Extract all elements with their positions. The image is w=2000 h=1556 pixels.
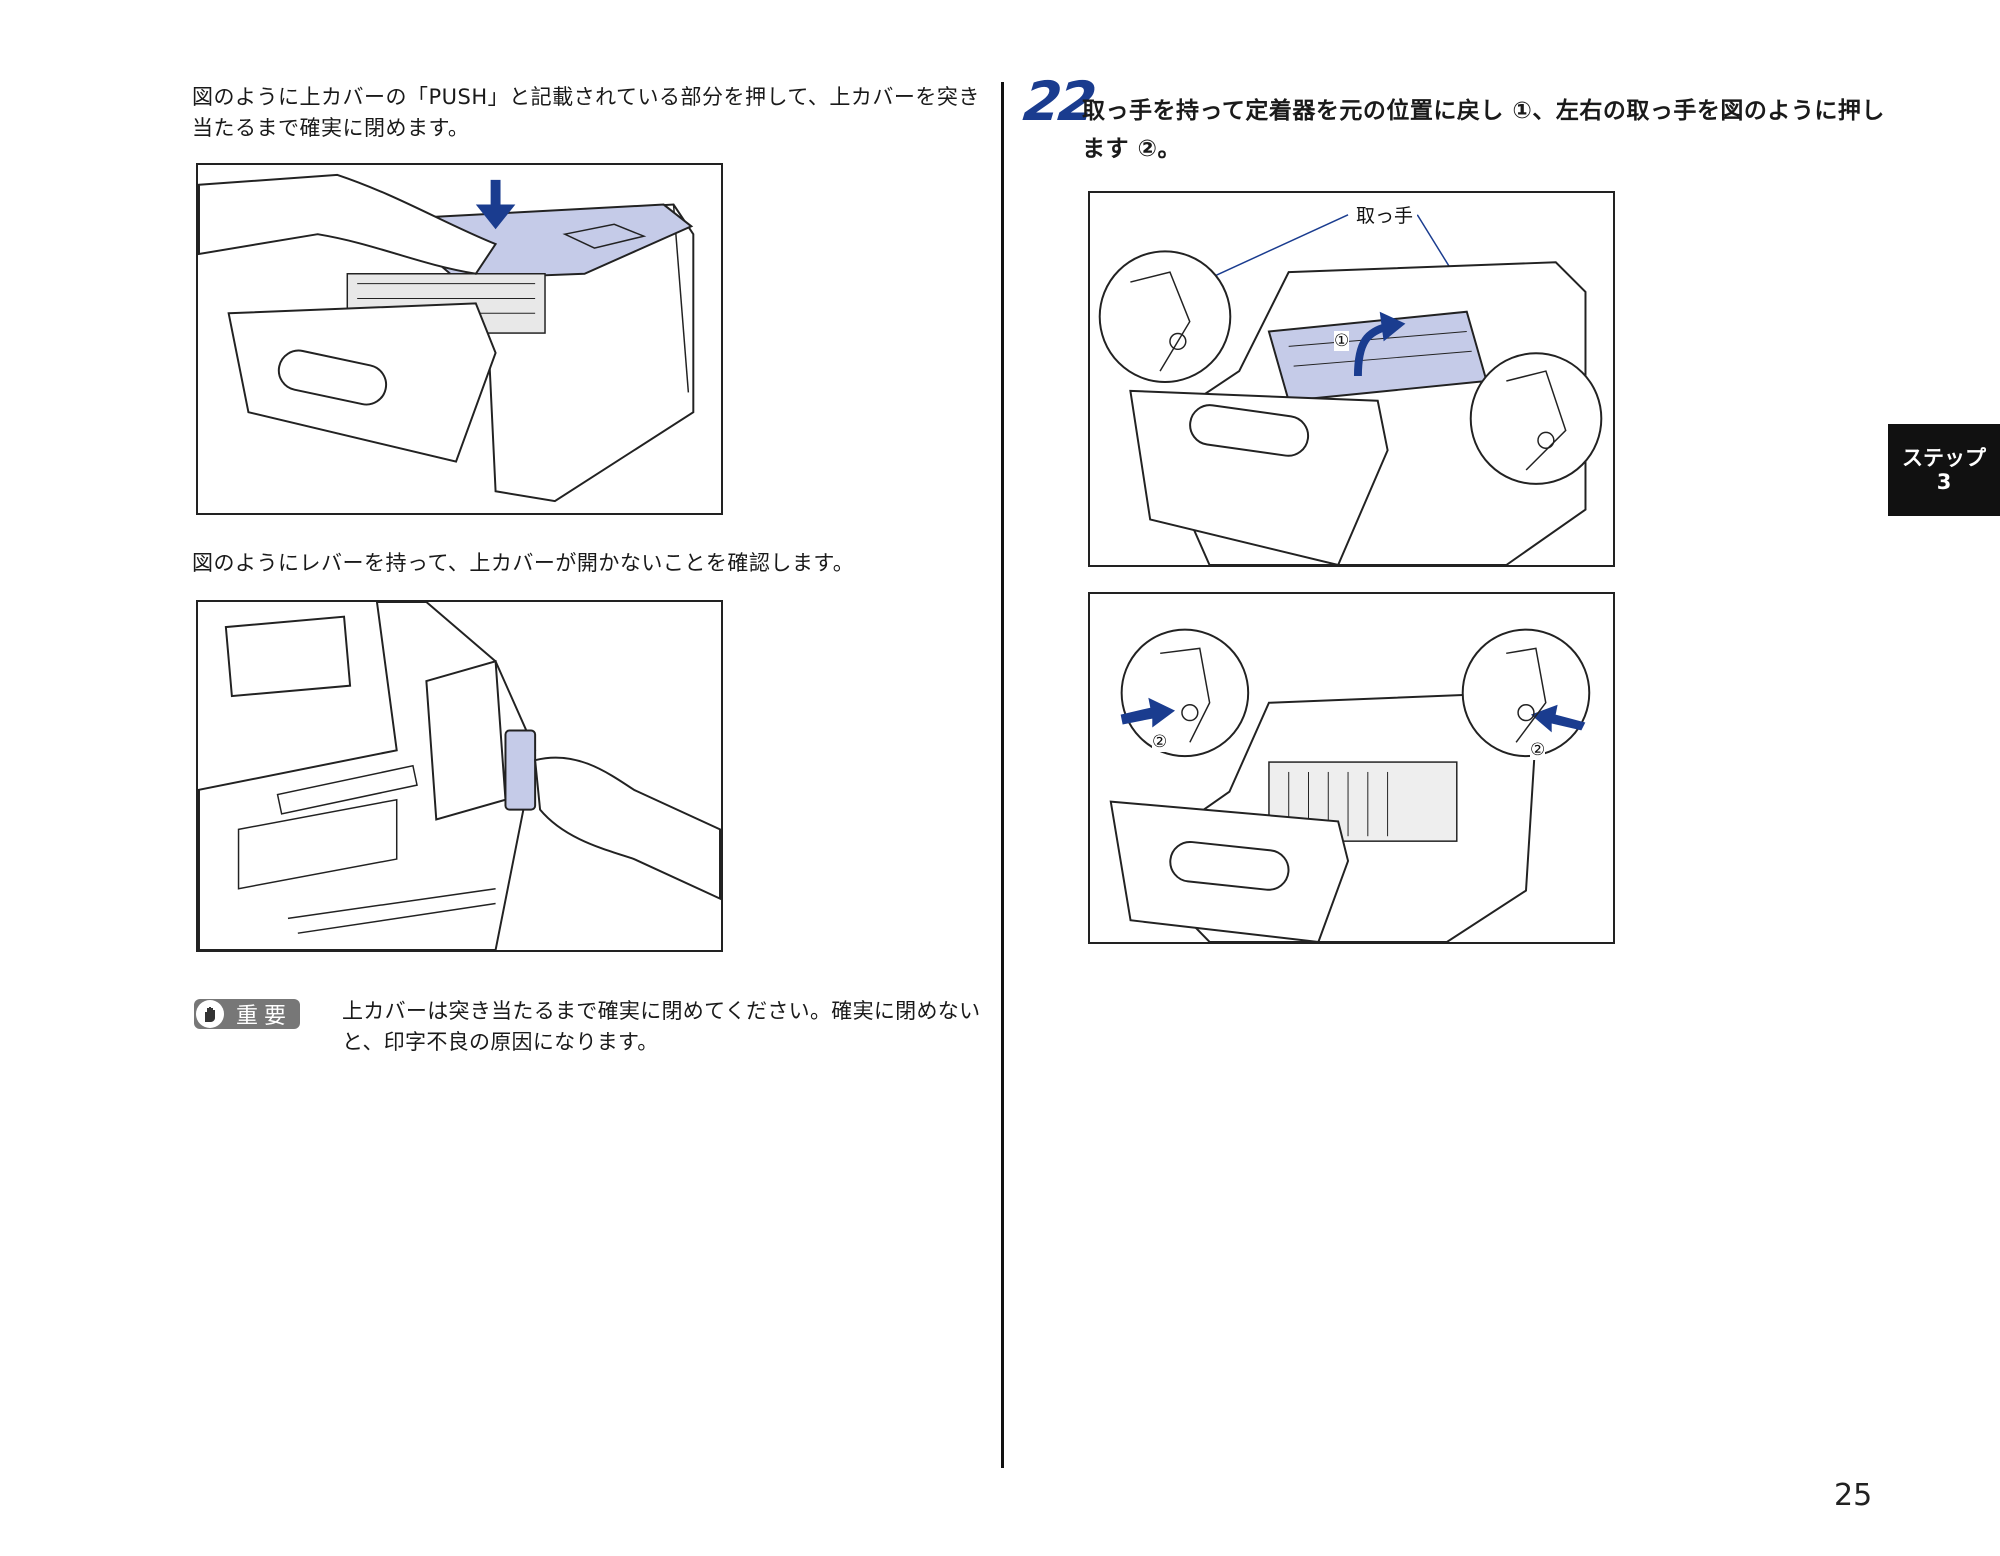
instruction-paragraph-2: 図のようにレバーを持って、上カバーが開かないことを確認します。 bbox=[192, 551, 855, 575]
important-note-text: 上カバーは突き当たるまで確実に閉めてください。確実に閉めないと、印字不良の原因に… bbox=[342, 999, 981, 1054]
step-marker-2-left: ② bbox=[1152, 732, 1168, 752]
important-badge-label: 重要 bbox=[236, 1004, 293, 1029]
hand-stop-icon bbox=[196, 1000, 224, 1028]
side-tab-label: ステップ bbox=[1902, 446, 1986, 470]
callout-handle-label: 取っ手 bbox=[1352, 201, 1418, 228]
figure-hold-lever bbox=[196, 600, 723, 952]
instruction-paragraph-1: 図のように上カバーの「PUSH」と記載されている部分を押して、上カバーを突き当た… bbox=[192, 85, 980, 140]
step-marker-1: ① bbox=[1334, 331, 1350, 351]
important-badge: 重要 bbox=[194, 999, 300, 1029]
printer-top-cover-illustration bbox=[198, 173, 695, 503]
step-instruction-text: 取っ手を持って定着器を元の位置に戻し ①、左右の取っ手を図のように押します ②。 bbox=[1082, 98, 1885, 162]
figure-fuser-return: 取っ手 ① bbox=[1088, 191, 1615, 567]
chapter-side-tab[interactable]: ステップ 3 bbox=[1888, 424, 2000, 516]
column-divider bbox=[1001, 82, 1004, 1468]
side-tab-number: 3 bbox=[1936, 470, 1952, 494]
printer-lever-illustration bbox=[198, 602, 721, 950]
figure-press-handles: ② ② bbox=[1088, 592, 1615, 944]
figure-push-top-cover bbox=[196, 163, 723, 515]
step-marker-2-right: ② bbox=[1530, 740, 1546, 760]
page-number: 25 bbox=[1834, 1478, 1873, 1513]
fuser-return-illustration bbox=[1098, 214, 1603, 565]
press-handles-illustration bbox=[1109, 628, 1591, 942]
